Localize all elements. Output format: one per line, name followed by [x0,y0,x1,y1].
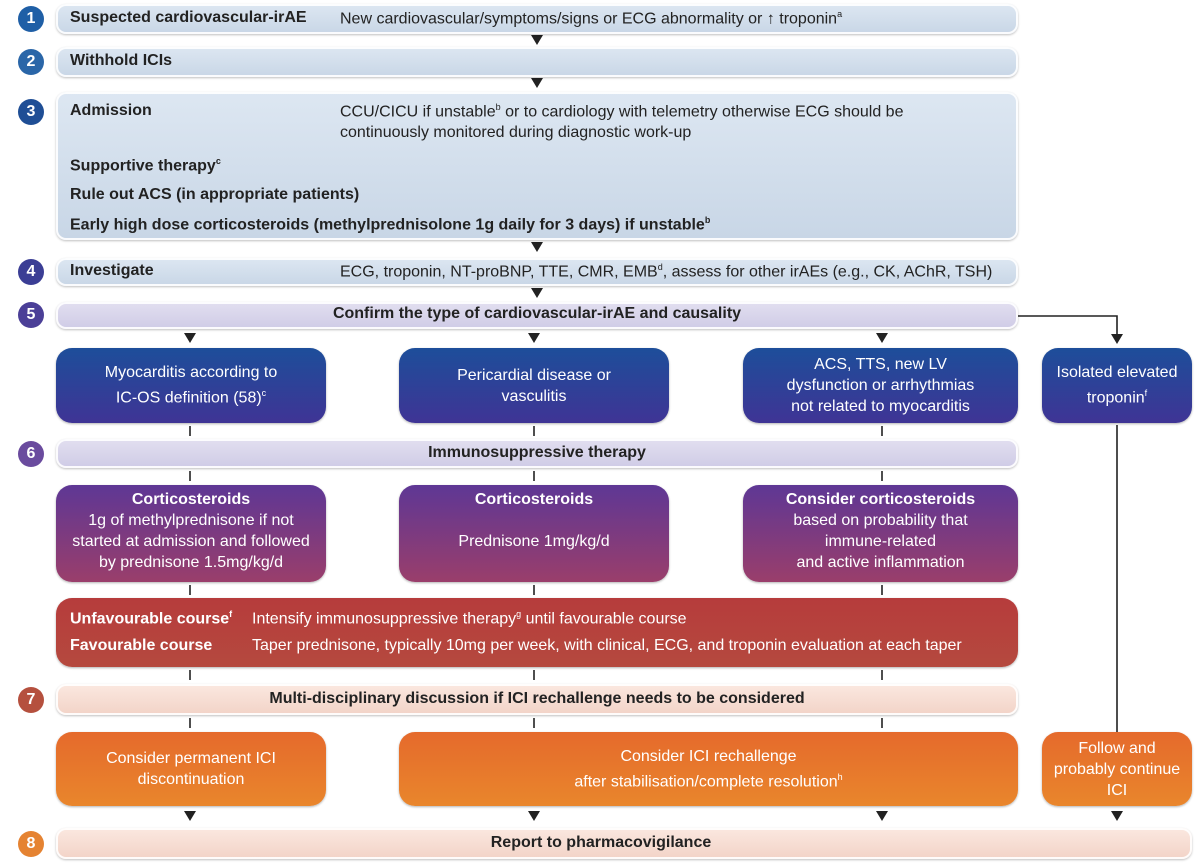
admission-label: Admission [70,102,152,119]
step5-title: Confirm the type of cardiovascular-irAE … [332,305,742,322]
permanent-discontinuation-card: Consider permanent ICI discontinuation [56,732,326,806]
therapy-myocarditis-card: Corticosteroids 1g of methylprednisone i… [56,485,326,582]
step-number-8: 8 [18,831,44,857]
step-number-5: 5 [18,302,44,328]
investigate-description: ECG, troponin, NT-proBNP, TTE, CMR, EMBd… [340,262,993,281]
rule-out-acs-label: Rule out ACS (in appropriate patients) [70,186,360,203]
step2-bar [56,47,1018,77]
up-arrow-icon: ↑ [766,10,775,28]
step1-title: Suspected cardiovascular-irAE [70,9,307,26]
step-number-2: 2 [18,49,44,75]
unfavourable-course-description: Intensify immunosuppressive therapyg unt… [252,609,687,628]
acs-card: ACS, TTS, new LV dysfunction or arrhythm… [743,348,1018,423]
step-number-7: 7 [18,687,44,713]
step6-title: Immunosuppressive therapy [428,444,646,461]
isolated-troponin-card: Isolated elevated troponinf [1042,348,1192,423]
step-number-3: 3 [18,99,44,125]
step8-bar [56,828,1192,859]
therapy-acs-card: Consider corticosteroids based on probab… [743,485,1018,582]
early-steroids-label: Early high dose corticosteroids (methylp… [70,215,711,234]
supportive-therapy-label: Supportive therapyc [70,156,221,175]
step-number-6: 6 [18,441,44,467]
step7-bar [56,684,1018,715]
step6-bar [56,439,1018,468]
step1-bar [56,4,1018,34]
step-number-1: 1 [18,6,44,32]
unfavourable-course-label: Unfavourable coursef [70,609,233,628]
step7-title: Multi-disciplinary discussion if ICI rec… [269,690,805,707]
ici-rechallenge-card: Consider ICI rechallenge after stabilisa… [399,732,1018,806]
step4-bar [56,258,1018,286]
admission-description-line2: continuously monitored during diagnostic… [340,124,692,141]
step3-bar [56,92,1018,240]
therapy-pericardial-card: Corticosteroids Prednisone 1mg/kg/d [399,485,669,582]
step5-bar [56,302,1018,329]
investigate-label: Investigate [70,262,154,279]
pericardial-card: Pericardial disease or vasculitis [399,348,669,423]
course-box [56,598,1018,667]
step2-title: Withhold ICIs [70,52,173,69]
step1-description: New cardiovascular/symptoms/signs or ECG… [340,9,843,28]
admission-description-line1: CCU/CICU if unstableb or to cardiology w… [340,102,904,121]
myocarditis-card: Myocarditis according to IC-OS definitio… [56,348,326,423]
follow-continue-card: Follow and probably continue ICI [1042,732,1192,806]
favourable-course-label: Favourable course [70,637,213,654]
step-number-4: 4 [18,259,44,285]
step8-title: Report to pharmacovigilance [490,834,712,851]
favourable-course-description: Taper prednisone, typically 10mg per wee… [252,637,962,654]
